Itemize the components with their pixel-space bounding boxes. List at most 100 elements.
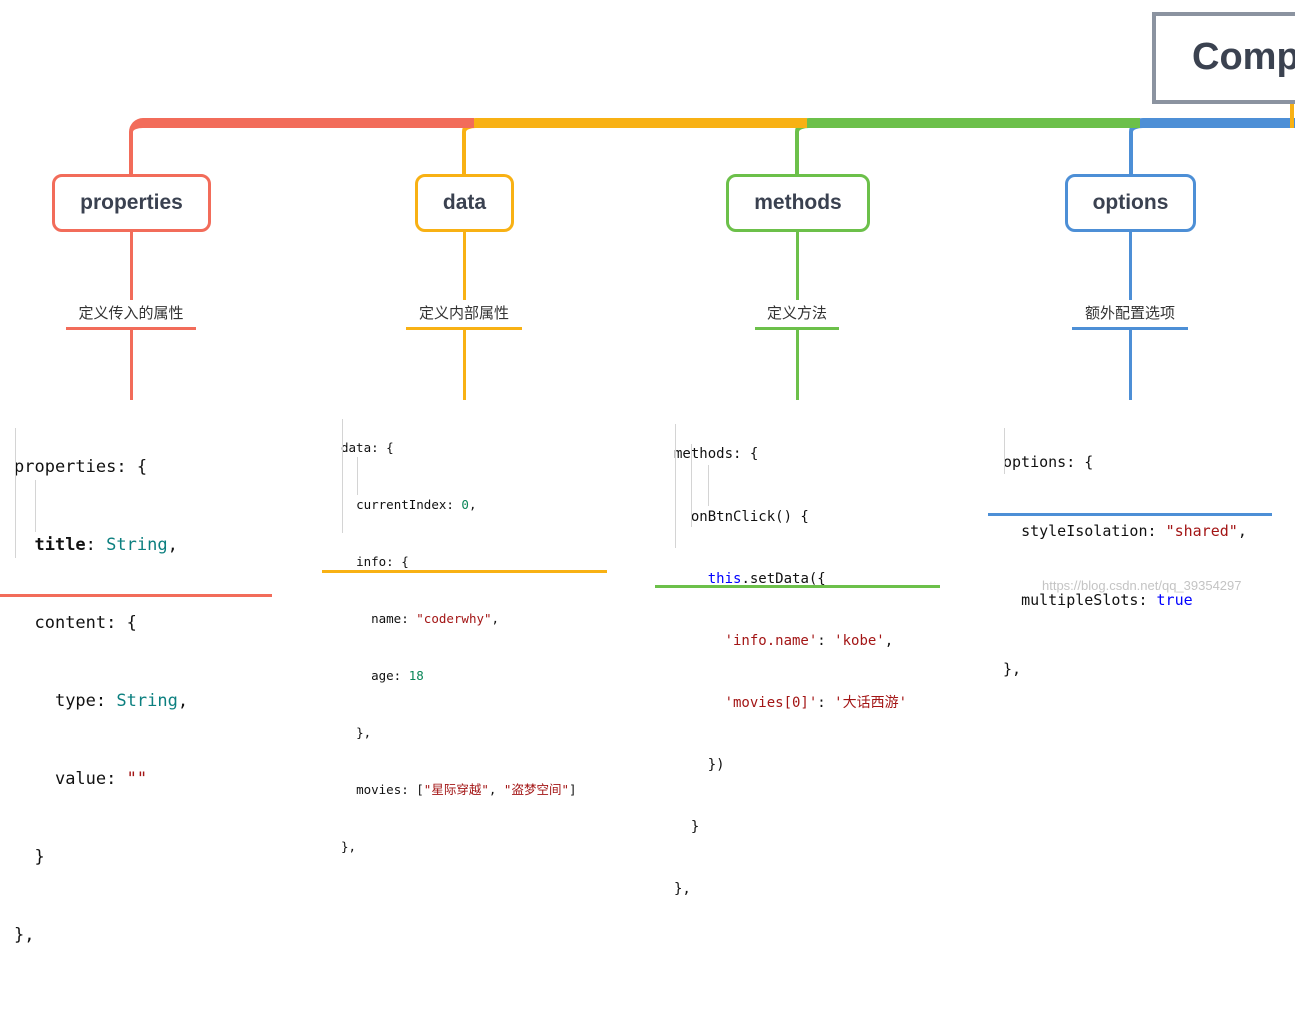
connector-properties-lower bbox=[130, 330, 133, 400]
code-punct: }) bbox=[707, 756, 725, 773]
code-string: 'info.name' bbox=[724, 632, 818, 649]
code-line: } bbox=[674, 817, 907, 838]
underline-methods bbox=[755, 327, 839, 330]
code-line: 'info.name': 'kobe', bbox=[674, 631, 907, 652]
code-block-properties: properties: { title: String, content: { … bbox=[14, 402, 188, 1026]
underline-code-options bbox=[988, 513, 1272, 516]
code-line: }, bbox=[14, 925, 35, 945]
indent-guide bbox=[708, 465, 709, 506]
code-line: content: { bbox=[14, 610, 188, 636]
connector-data-lower bbox=[463, 330, 466, 400]
code-punct: , bbox=[468, 497, 477, 512]
connector-methods-lower bbox=[796, 330, 799, 400]
node-options: options bbox=[1065, 174, 1196, 232]
branch-options bbox=[1129, 118, 1295, 178]
code-line: }, bbox=[341, 723, 577, 742]
code-punct: : bbox=[817, 632, 835, 649]
code-number: 0 bbox=[461, 497, 469, 512]
indent-guide bbox=[15, 428, 16, 558]
code-line: }, bbox=[674, 881, 691, 898]
code-punct: } bbox=[34, 847, 45, 867]
node-properties: properties bbox=[52, 174, 211, 232]
code-line: onBtnClick() { bbox=[674, 507, 907, 528]
code-key: name: bbox=[371, 611, 417, 626]
code-key: styleIsolation: bbox=[1021, 522, 1166, 540]
indent-guide bbox=[675, 424, 676, 548]
code-punct: , bbox=[884, 632, 894, 649]
code-keyword: true bbox=[1156, 591, 1193, 609]
code-key: content: { bbox=[34, 613, 137, 633]
code-punct: , bbox=[177, 691, 189, 711]
branch-root-stub bbox=[1290, 104, 1294, 128]
code-line: currentIndex: 0, bbox=[341, 495, 577, 514]
connector-data-upper bbox=[463, 232, 466, 300]
connector-options-lower bbox=[1129, 330, 1132, 400]
code-line: title: String, bbox=[14, 532, 188, 558]
code-string: 'kobe' bbox=[834, 632, 885, 649]
code-line: properties: { bbox=[14, 457, 148, 477]
branch-properties bbox=[129, 118, 474, 178]
indent-guide bbox=[35, 480, 36, 532]
code-key: currentIndex: bbox=[356, 497, 462, 512]
indent-guide bbox=[342, 419, 343, 533]
code-punct: , bbox=[488, 782, 504, 797]
code-punct: : bbox=[106, 769, 127, 789]
code-key: multipleSlots: bbox=[1021, 591, 1157, 609]
code-line: methods: { bbox=[674, 446, 759, 463]
code-punct: : bbox=[95, 691, 117, 711]
code-key: value bbox=[54, 769, 107, 789]
code-string: '大话西游' bbox=[834, 694, 908, 711]
code-block-methods: methods: { onBtnClick() { this.setData({… bbox=[674, 403, 907, 983]
code-string: "shared" bbox=[1165, 522, 1238, 540]
branch-data bbox=[462, 118, 807, 178]
node-data: data bbox=[415, 174, 514, 232]
code-string: "星际穿越" bbox=[423, 782, 489, 797]
indent-guide bbox=[357, 457, 358, 495]
code-line: }) bbox=[674, 755, 907, 776]
indent-guide bbox=[1004, 428, 1005, 474]
code-key: age: bbox=[371, 668, 409, 683]
indent-guide bbox=[691, 444, 692, 527]
code-line: this.setData({ bbox=[674, 569, 907, 590]
code-line: data: { bbox=[341, 440, 394, 455]
code-punct: ] bbox=[568, 782, 577, 797]
code-punct: }, bbox=[356, 725, 372, 740]
code-block-data: data: { currentIndex: 0, info: { name: "… bbox=[341, 400, 577, 913]
code-string: 'movies[0]' bbox=[724, 694, 818, 711]
code-line: name: "coderwhy", bbox=[341, 609, 577, 628]
code-punct: , bbox=[167, 535, 178, 555]
code-punct: } bbox=[690, 819, 700, 836]
desc-methods: 定义方法 bbox=[766, 304, 827, 322]
underline-data bbox=[406, 327, 522, 330]
code-key: info: { bbox=[356, 554, 409, 569]
watermark: https://blog.csdn.net/qq_39354297 bbox=[1042, 578, 1242, 593]
underline-code-methods bbox=[655, 585, 940, 588]
code-line: age: 18 bbox=[341, 666, 577, 685]
connector-options-upper bbox=[1129, 232, 1132, 300]
code-keyword: this bbox=[707, 570, 742, 587]
code-line: value: "" bbox=[14, 766, 188, 792]
underline-options bbox=[1072, 327, 1188, 330]
code-line: }, bbox=[341, 839, 357, 854]
underline-code-data bbox=[322, 570, 607, 573]
connector-methods-upper bbox=[796, 232, 799, 300]
code-key: title bbox=[34, 535, 86, 555]
underline-properties bbox=[66, 327, 196, 330]
desc-properties: 定义传入的属性 bbox=[78, 304, 184, 322]
code-punct: , bbox=[491, 611, 500, 626]
code-key: .setData({ bbox=[741, 570, 826, 587]
code-string: "盗梦空间" bbox=[503, 782, 569, 797]
code-line: movies: ["星际穿越", "盗梦空间"] bbox=[341, 780, 577, 799]
branch-methods bbox=[795, 118, 1140, 178]
code-number: 18 bbox=[408, 668, 424, 683]
underline-code-properties bbox=[0, 594, 272, 597]
code-line: type: String, bbox=[14, 688, 188, 714]
code-line: }, bbox=[1003, 660, 1022, 678]
code-line: 'movies[0]': '大话西游' bbox=[674, 693, 907, 714]
code-string: "" bbox=[126, 769, 148, 789]
code-punct: : bbox=[817, 694, 835, 711]
root-node-box bbox=[1152, 12, 1295, 104]
code-key: onBtnClick() { bbox=[690, 508, 809, 525]
code-type: String bbox=[116, 691, 178, 711]
root-node-title: Comp bbox=[1192, 36, 1295, 78]
